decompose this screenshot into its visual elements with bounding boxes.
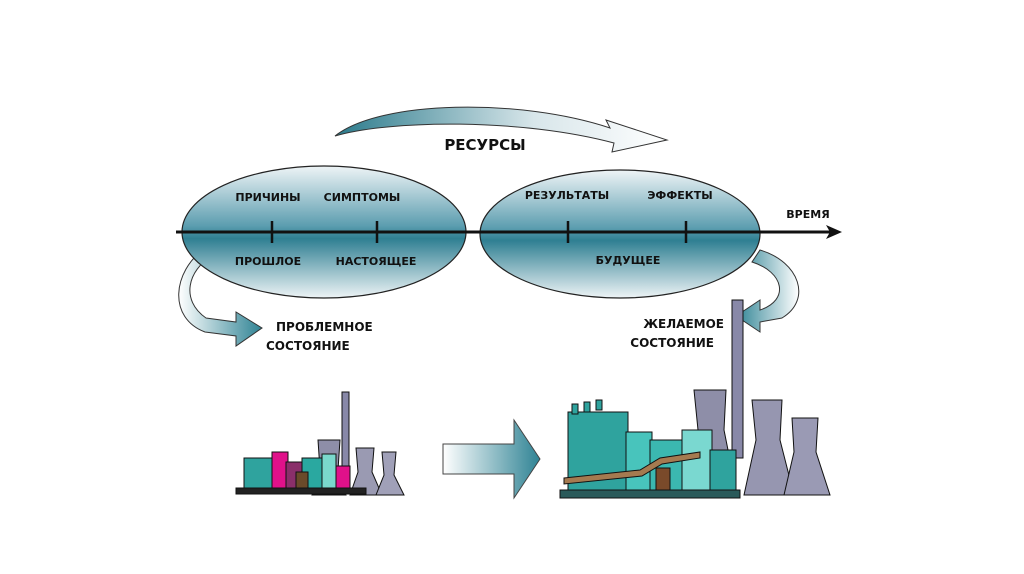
present-label: НАСТОЯЩЕЕ — [336, 255, 417, 268]
results-label: РЕЗУЛЬТАТЫ — [525, 189, 609, 202]
symptoms-label: СИМПТОМЫ — [324, 191, 401, 204]
time-label: ВРЕМЯ — [786, 208, 829, 221]
effects-label: ЭФФЕКТЫ — [647, 189, 712, 202]
resources-label: РЕСУРСЫ — [444, 136, 525, 154]
left-curl-arrow — [178, 247, 263, 347]
future-oval — [479, 169, 761, 299]
problem-state-line1: ПРОБЛЕМНОЕ — [276, 320, 373, 334]
desired-state-line1: ЖЕЛАЕМОЕ — [643, 317, 724, 331]
transition-arrow — [442, 418, 541, 500]
right-curl-arrow — [735, 249, 800, 333]
large-factory-illustration — [559, 299, 831, 499]
causes-label: ПРИЧИНЫ — [235, 191, 300, 204]
time-axis — [176, 221, 842, 243]
problem-state-line2: СОСТОЯНИЕ — [266, 339, 350, 353]
future-label: БУДУЩЕЕ — [596, 254, 661, 267]
small-factory-illustration — [235, 391, 405, 496]
resources-arrow — [334, 106, 669, 153]
desired-state-line2: СОСТОЯНИЕ — [630, 336, 714, 350]
past-label: ПРОШЛОЕ — [235, 255, 301, 268]
